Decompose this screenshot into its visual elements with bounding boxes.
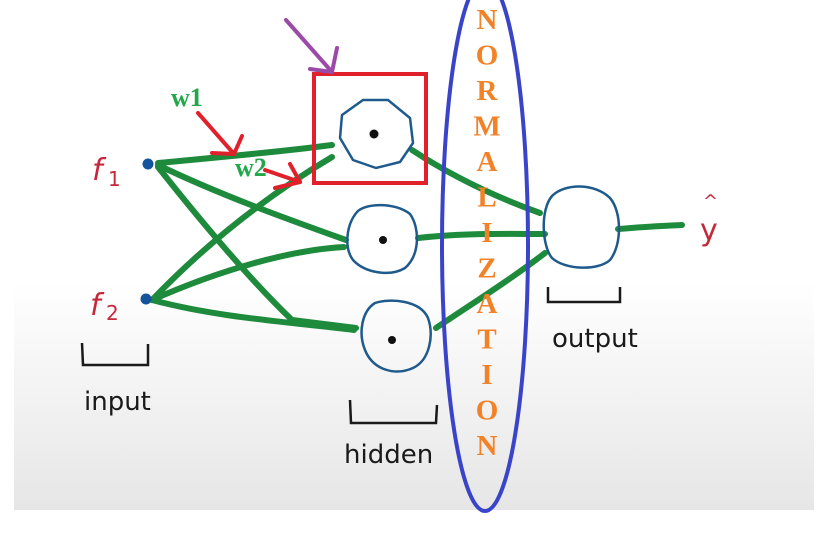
normalization-letter: M (473, 111, 500, 143)
highlight-box (312, 72, 428, 185)
edge-h3-o1 (433, 250, 548, 331)
hidden-node-2-dot (379, 236, 387, 244)
edge-h2-o1 (415, 230, 548, 241)
layer-label-input: input (84, 387, 151, 417)
pointer-arrow (284, 18, 339, 74)
hidden-node-3-dot (388, 336, 396, 344)
normalization-letter: O (476, 40, 499, 72)
hidden-node-3-circle (360, 299, 432, 373)
output-label-hat: ^ (703, 191, 718, 212)
hidden-node-1-dot (369, 129, 379, 139)
layer-label-hidden: hidden (344, 440, 433, 470)
output-label-y: y (700, 213, 718, 248)
normalization-letter: Z (477, 253, 496, 285)
normalization-letter: I (481, 217, 492, 249)
normalization-letter: O (476, 395, 499, 427)
bracket-input (80, 342, 150, 367)
input-node-f1 (142, 158, 154, 170)
layer-label-output: output (552, 324, 638, 354)
hidden-node-1-circle (338, 98, 415, 170)
normalization-letter: L (477, 182, 496, 214)
input-label-f2-sub: 2 (106, 301, 119, 325)
weight-arrow-w2 (263, 162, 302, 190)
hidden-node-2-circle (346, 203, 419, 275)
normalization-ellipse (440, 0, 530, 513)
edge-o1-yhat (615, 222, 685, 232)
weight-label-w2: w2 (235, 153, 267, 182)
weight-label-w1: w1 (171, 83, 203, 112)
edge-f2-h3 (149, 297, 357, 333)
hidden-node-3 (360, 299, 432, 373)
edge-f2-h1 (149, 154, 335, 303)
weight-arrow-w1 (196, 111, 244, 156)
normalization-letter: T (477, 324, 496, 356)
edge-f1-h3 (155, 164, 359, 331)
normalization-letter: I (481, 359, 492, 391)
input-node-f2 (140, 293, 152, 305)
edge-f2-h2 (149, 244, 347, 303)
hidden-node-2 (346, 203, 419, 275)
normalization-letter: A (477, 146, 498, 178)
input-label-f1-sub: 1 (108, 167, 121, 191)
edges-group (149, 142, 685, 333)
output-label-yhat: ^ y (700, 191, 718, 248)
normalization-letter: N (477, 430, 498, 462)
bracket-output (546, 287, 622, 304)
normalization-letter: A (477, 288, 498, 320)
normalization-letter: N (477, 4, 498, 36)
normalization-letter: R (477, 75, 499, 107)
hidden-node-1 (338, 98, 415, 170)
bracket-hidden (348, 399, 439, 425)
output-node (542, 185, 621, 269)
